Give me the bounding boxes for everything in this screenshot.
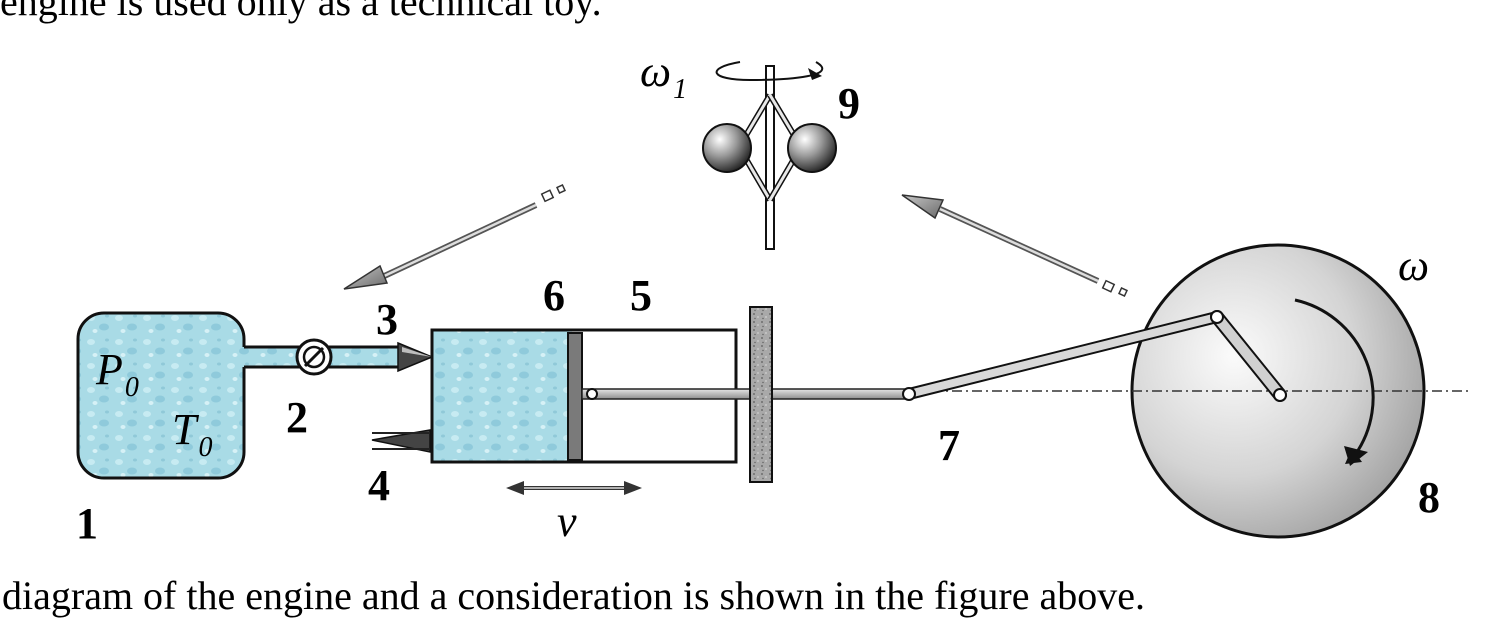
feedback-arrow-left bbox=[343, 184, 566, 290]
governor bbox=[702, 61, 837, 250]
label-7: 7 bbox=[938, 421, 960, 470]
label-4: 4 bbox=[368, 461, 390, 510]
p0-label: P0 bbox=[95, 345, 139, 403]
outlet-arrow-icon bbox=[371, 429, 431, 453]
piston bbox=[567, 332, 583, 461]
inlet-arrow-icon bbox=[397, 341, 434, 373]
rod-guide bbox=[749, 306, 773, 483]
rotation-arrow-icon bbox=[1294, 298, 1375, 466]
label-6: 6 bbox=[543, 271, 565, 320]
cylinder bbox=[430, 328, 738, 464]
label-9: 9 bbox=[838, 79, 860, 128]
omega1-label: ω1 bbox=[640, 47, 687, 105]
velocity-label: v bbox=[557, 497, 577, 546]
feedback-arrow-right bbox=[901, 194, 1128, 297]
label-8: 8 bbox=[1418, 473, 1440, 522]
t0-label: T0 bbox=[172, 405, 212, 463]
label-5: 5 bbox=[630, 271, 652, 320]
text-line-top: engine is used only as a technical toy. bbox=[0, 0, 602, 24]
omega-label: ω bbox=[1398, 241, 1429, 290]
label-3: 3 bbox=[376, 295, 398, 344]
label-1: 1 bbox=[76, 499, 98, 548]
valve-icon bbox=[295, 338, 333, 376]
velocity-arrow bbox=[506, 481, 642, 495]
connecting-rod bbox=[902, 311, 1223, 401]
piston-rod bbox=[581, 388, 910, 400]
crank bbox=[1210, 310, 1287, 402]
label-2: 2 bbox=[286, 393, 308, 442]
